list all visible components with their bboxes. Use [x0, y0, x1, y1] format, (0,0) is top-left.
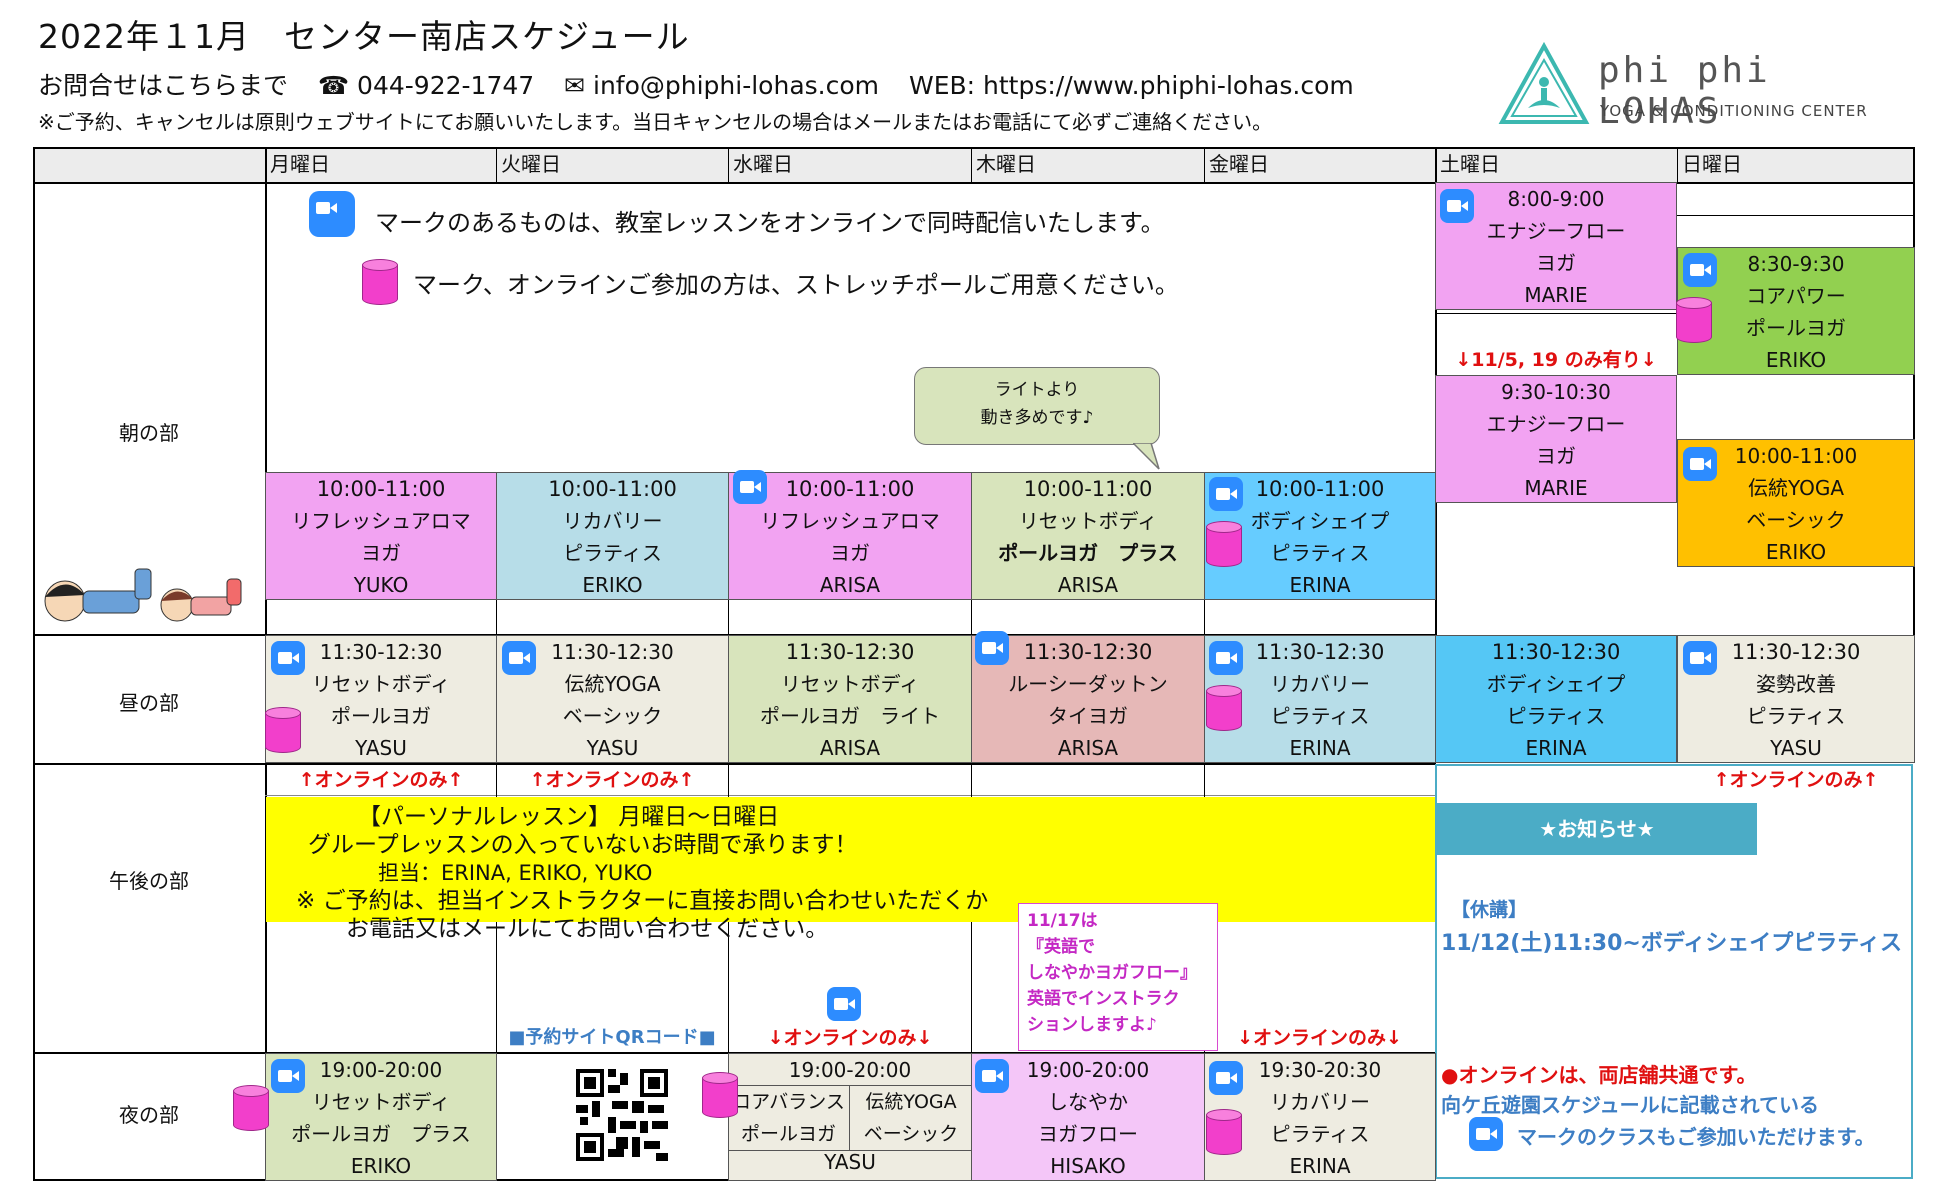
stretch-pole-icon: [702, 1072, 738, 1120]
zoom-icon: [1440, 189, 1474, 223]
header-tuesday: 火曜日: [496, 147, 728, 182]
wed-night-class-a[interactable]: コアバランスポールヨガ: [728, 1086, 850, 1150]
zoom-icon: [1683, 641, 1717, 675]
online-only-wed: ↓オンラインのみ↓: [767, 1027, 933, 1049]
logo-wordmark: phi phi LOHAS: [1598, 50, 1771, 132]
phone-number[interactable]: ☎ 044-922-1747: [317, 71, 535, 100]
bubble-line-1: ライトより: [994, 380, 1080, 400]
stretching-people-illustration: [44, 568, 242, 622]
lotus-triangle-icon: [1498, 42, 1590, 124]
online-note-3: マークのクラスもご参加いただけます。: [1517, 1125, 1875, 1149]
online-common-note: ●オンラインは、両店舗共通です。: [1441, 1063, 1757, 1087]
zoom-icon: [975, 1059, 1009, 1093]
zoom-icon: [1209, 1061, 1243, 1095]
zoom-icon: [827, 987, 861, 1021]
period-night: 夜の部: [119, 1103, 179, 1127]
bubble-tail: [1133, 443, 1160, 470]
speech-bubble: ライトより 動き多めです♪: [914, 367, 1160, 445]
stretch-pole-icon: [1206, 1109, 1242, 1157]
personal-line-3: 担当：ERINA, ERIKO, YUKO: [378, 861, 653, 885]
personal-lesson-banner: 【パーソナルレッスン】 月曜日～日曜日 グループレッスンの入っていないお時間で承…: [266, 797, 1435, 942]
header-monday: 月曜日: [265, 147, 496, 182]
personal-line-5: お電話又はメールにてお問い合わせください。: [346, 916, 829, 942]
header-thursday: 木曜日: [971, 147, 1204, 182]
stretch-pole-icon: [362, 259, 398, 307]
stretch-pole-icon: [1676, 297, 1712, 345]
bubble-line-2: 動き多めです♪: [980, 408, 1094, 428]
online-note-2: 向ケ丘遊園スケジュールに記載されている: [1441, 1093, 1819, 1117]
period-afternoon: 午後の部: [109, 869, 189, 893]
zoom-icon: [502, 641, 536, 675]
zoom-icon: [1469, 1117, 1503, 1151]
logo: phi phi LOHAS YOGA & CONDITIONING CENTER: [1498, 42, 1898, 132]
sat-extra-note: ↓11/5, 19 のみ有り↓: [1455, 349, 1657, 371]
contact-line: お問合せはこちらまで ☎ 044-922-1747 ✉ info@phiphi-…: [38, 66, 1376, 102]
zoom-icon: [1683, 447, 1717, 481]
qr-code-image[interactable]: [576, 1069, 668, 1161]
header-friday: 金曜日: [1204, 147, 1435, 182]
pole-notice: マーク、オンラインご参加の方は、ストレッチポールご用意ください。: [413, 271, 1179, 299]
zoom-icon: [1209, 477, 1243, 511]
zoom-icon: [1683, 253, 1717, 287]
personal-line-1: 【パーソナルレッスン】 月曜日～日曜日: [358, 804, 780, 830]
zoom-icon: [975, 631, 1009, 665]
info-title: ★お知らせ★: [1437, 803, 1757, 855]
online-only-sun: ↑オンラインのみ↑: [1713, 769, 1879, 791]
online-only-tue: ↑オンラインのみ↑: [529, 769, 695, 791]
personal-line-4: ※ ご予約は、担当インストラクターに直接お問い合わせいただくか: [296, 888, 989, 914]
stretch-pole-icon: [1206, 521, 1242, 569]
website-link[interactable]: WEB: https://www.phiphi-lohas.com: [908, 71, 1354, 100]
zoom-icon: [271, 641, 305, 675]
zoom-icon: [1209, 641, 1243, 675]
wed-night-instructor: YASU: [824, 1150, 876, 1174]
zoom-icon: [271, 1059, 305, 1093]
info-panel: [1435, 764, 1913, 1179]
stretch-pole-icon: [1206, 685, 1242, 733]
header-wednesday: 水曜日: [728, 147, 971, 182]
contact-label: お問合せはこちらまで: [38, 71, 289, 100]
period-morning: 朝の部: [119, 421, 179, 445]
email-address[interactable]: ✉ info@phiphi-lohas.com: [564, 71, 880, 100]
stretch-pole-icon: [233, 1085, 269, 1133]
stretch-pole-icon: [265, 707, 301, 755]
closed-item: 11/12(土)11:30~ボディシェイプピラティス: [1441, 931, 1902, 956]
english-lesson-note: 11/17は『英語でしなやかヨガフロー』英語でインストラクションしますよ♪: [1018, 903, 1218, 1051]
schedule-grid: 月曜日 火曜日 水曜日 木曜日 金曜日 土曜日 日曜日 朝の部 昼の部 午後の部…: [33, 147, 1915, 1181]
zoom-icon: [309, 191, 355, 237]
online-only-mon: ↑オンラインのみ↑: [298, 769, 464, 791]
zoom-notice: マークのあるものは、教室レッスンをオンラインで同時配信いたします。: [375, 209, 1165, 237]
closed-label: 【休講】: [1451, 899, 1528, 921]
qr-label: ■予約サイトQRコード■: [508, 1027, 716, 1048]
header-sunday: 日曜日: [1677, 147, 1915, 182]
online-only-fri: ↓オンラインのみ↓: [1237, 1027, 1402, 1049]
class-wed-night[interactable]: 19:00-20:00: [728, 1053, 972, 1181]
header-blank: [33, 147, 265, 182]
logo-subtitle: YOGA & CONDITIONING CENTER: [1600, 102, 1868, 120]
page-title: 2022年１1月 センター南店スケジュール: [38, 17, 690, 56]
period-noon: 昼の部: [119, 691, 179, 715]
personal-line-2: グループレッスンの入っていないお時間で承ります！: [308, 832, 858, 858]
booking-note: ※ご予約、キャンセルは原則ウェブサイトにてお願いいたします。当日キャンセルの場合…: [38, 110, 1273, 134]
header-saturday: 土曜日: [1435, 147, 1677, 182]
zoom-icon: [733, 470, 767, 504]
